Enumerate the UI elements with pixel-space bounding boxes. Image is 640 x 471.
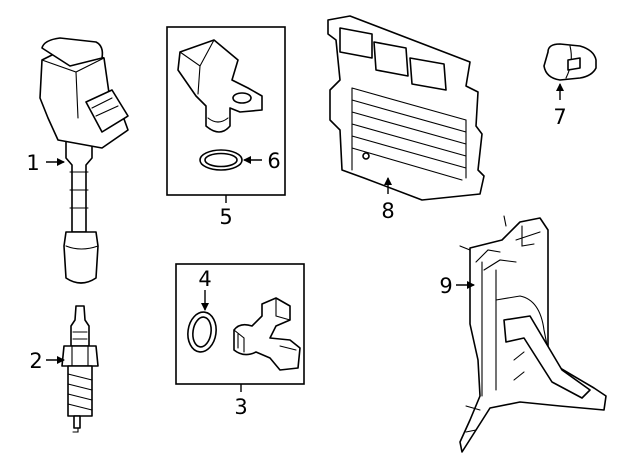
callout-2: 2 [29, 349, 42, 373]
callout-8: 8 [381, 199, 394, 223]
engine-control-module[interactable] [327, 15, 485, 201]
knock-sensor-connector[interactable] [543, 43, 597, 81]
callout-9: 9 [439, 274, 452, 298]
o-ring-6[interactable] [199, 149, 243, 171]
callout-1: 1 [26, 151, 39, 175]
ignition-coil[interactable] [39, 37, 129, 284]
ecm-bracket[interactable] [459, 215, 607, 453]
crankshaft-position-sensor[interactable] [233, 297, 301, 371]
callout-4: 4 [198, 267, 211, 291]
camshaft-position-sensor[interactable] [177, 39, 263, 133]
callout-6: 6 [267, 149, 280, 173]
callout-5: 5 [219, 205, 232, 229]
callout-3: 3 [234, 395, 247, 419]
callout-7: 7 [553, 105, 566, 129]
o-ring-4[interactable] [185, 310, 218, 354]
sensor-group-box-lower [175, 263, 305, 385]
spark-plug[interactable] [61, 305, 99, 433]
